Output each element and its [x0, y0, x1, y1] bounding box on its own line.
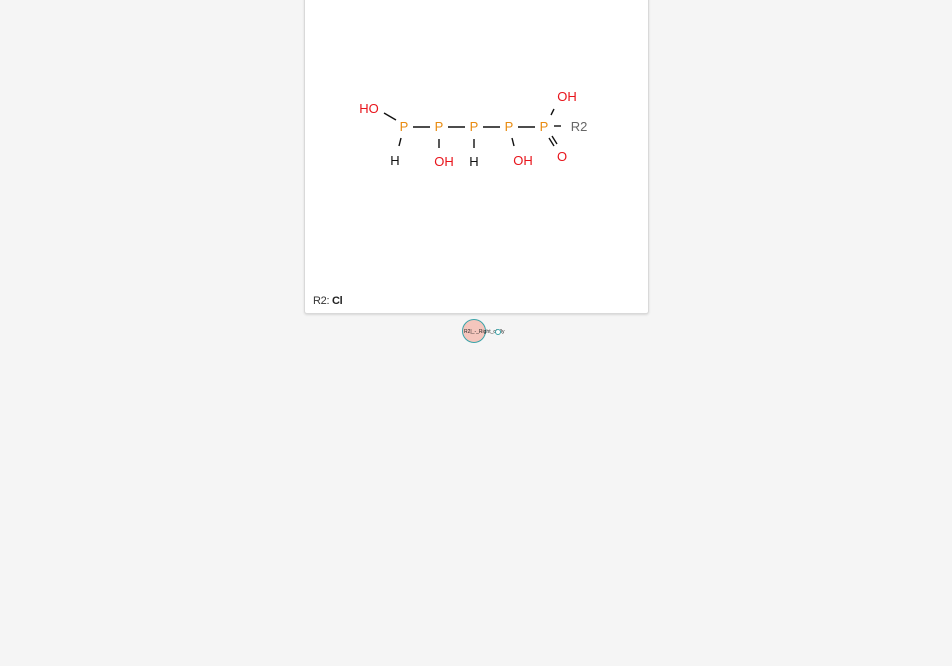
atom-p1: P: [400, 119, 409, 134]
atom-labels: HO P H P OH P H P OH P OH O R2: [359, 89, 587, 169]
atom-h3: H: [469, 154, 478, 169]
atom-p2: P: [435, 119, 444, 134]
atom-p5: P: [540, 119, 549, 134]
atom-oh4: OH: [513, 153, 533, 168]
atom-r2: R2: [571, 119, 588, 134]
bond-ho1-p1: [383, 112, 397, 121]
bonds: [383, 108, 561, 148]
atom-oh5: OH: [557, 89, 577, 104]
bond-p4-oh4: [511, 137, 515, 147]
bond-p1-h1: [398, 137, 402, 147]
bond-p5-o5-a: [548, 137, 555, 147]
bond-p5-oh5: [550, 108, 555, 116]
bond-p5-o5-b: [551, 135, 558, 145]
atom-o5: O: [557, 149, 567, 164]
atom-p3: P: [470, 119, 479, 134]
rgroup-definition: R2: Cl: [313, 295, 343, 307]
atom-p4: P: [505, 119, 514, 134]
atom-h1: H: [390, 153, 399, 168]
atom-ho1: HO: [359, 101, 379, 116]
structure-card[interactable]: HO P H P OH P H P OH P OH O R2 R2: Cl: [304, 0, 649, 314]
rgroup-link-node[interactable]: [462, 319, 486, 343]
rgroup-name: R2:: [313, 295, 330, 307]
rgroup-link-port[interactable]: [495, 329, 501, 335]
rgroup-link-label: R2|_-_Right_cially: [464, 329, 505, 335]
atom-oh2: OH: [434, 154, 454, 169]
molecule-structure: HO P H P OH P H P OH P OH O R2: [359, 89, 587, 169]
rgroup-value: Cl: [331, 295, 343, 307]
